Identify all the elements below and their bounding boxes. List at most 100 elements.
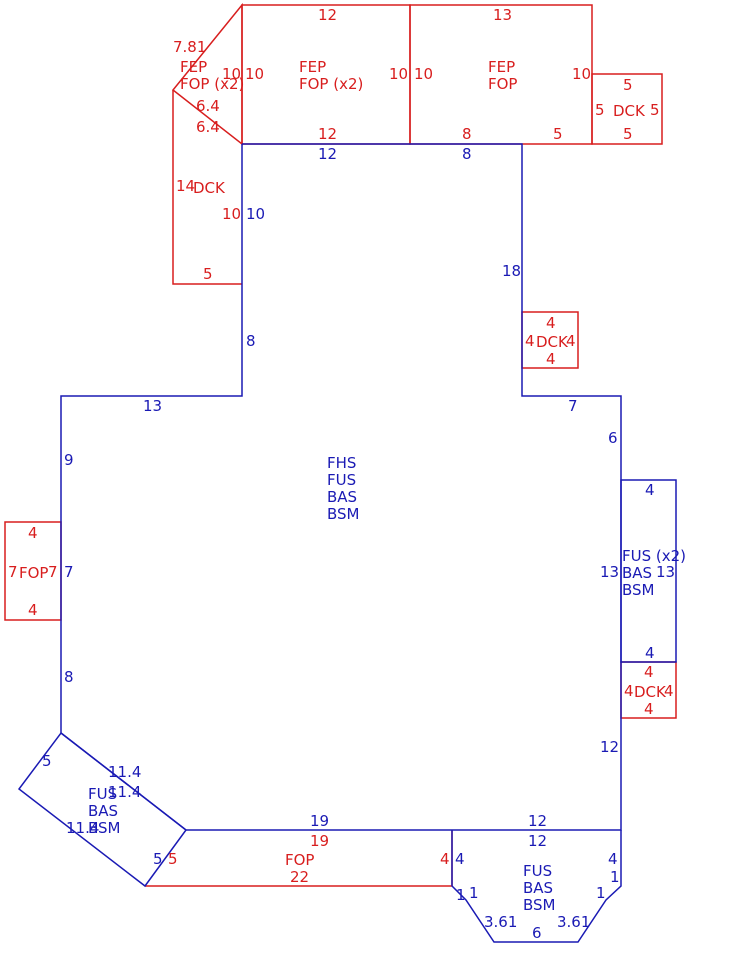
dim-label: 4 bbox=[645, 644, 655, 662]
bottom-left-bay-outline bbox=[17, 731, 188, 888]
dim-label: 7 bbox=[48, 563, 58, 581]
dim-label: 19 bbox=[310, 832, 329, 850]
dim-label: 6.4 bbox=[196, 118, 220, 136]
dim-label: 4 bbox=[644, 700, 654, 718]
dim-label: 3.61 bbox=[557, 913, 590, 931]
blue-dimension-labels: 12 8 10 8 18 13 7 6 9 7 8 13 12 19 12 4 … bbox=[42, 145, 675, 942]
dim-label: 12 bbox=[600, 738, 619, 756]
dim-label: 19 bbox=[310, 812, 329, 830]
dim-label: 4 bbox=[546, 314, 556, 332]
dim-label: 13 bbox=[600, 563, 619, 581]
right-bay-code-1: FUS (x2) bbox=[622, 547, 686, 565]
main-room-code-2: FUS bbox=[327, 471, 356, 489]
dim-label: 9 bbox=[64, 451, 74, 469]
bottom-right-bay-code-3: BSM bbox=[523, 896, 556, 914]
dim-label: 5 bbox=[153, 850, 163, 868]
dim-label: 5 bbox=[623, 76, 633, 94]
dim-label: 3.61 bbox=[484, 913, 517, 931]
dck-left-upper-outline bbox=[172, 90, 242, 285]
dim-label: 4 bbox=[566, 332, 576, 350]
main-room-outline bbox=[60, 143, 622, 831]
dim-label: 4 bbox=[645, 481, 655, 499]
dim-label: 10 bbox=[572, 65, 591, 83]
top-right-room-code-2: FOP bbox=[488, 75, 517, 93]
dim-label: 13 bbox=[656, 563, 675, 581]
top-right-room-codes: FEP FOP bbox=[488, 58, 517, 93]
dim-label: 8 bbox=[462, 125, 472, 143]
dim-label: 8 bbox=[246, 332, 256, 350]
dim-label: 1 bbox=[596, 884, 606, 902]
dim-label: 4 bbox=[664, 682, 674, 700]
top-right-room-code-1: FEP bbox=[488, 58, 515, 76]
bottom-left-bay-codes: FUS BAS BSM bbox=[88, 785, 121, 837]
dck-top-right-outline bbox=[591, 73, 663, 145]
dim-label: 10 bbox=[414, 65, 433, 83]
dim-label: 11.4 bbox=[108, 783, 141, 801]
dim-label: 10 bbox=[246, 205, 265, 223]
top-mid-room-codes: FEP FOP (x2) bbox=[299, 58, 363, 93]
top-left-room-code-2: FOP (x2) bbox=[180, 75, 244, 93]
bottom-left-bay-code-3: BSM bbox=[88, 819, 121, 837]
dim-label: 12 bbox=[318, 125, 337, 143]
dim-label: 8 bbox=[64, 668, 74, 686]
dim-label: 5 bbox=[650, 101, 660, 119]
dck-right-lower-code: DCK bbox=[634, 683, 667, 701]
dim-label: 13 bbox=[493, 6, 512, 24]
dim-label: 4 bbox=[28, 524, 38, 542]
main-room-code-1: FHS bbox=[327, 454, 356, 472]
dim-label: 4 bbox=[28, 601, 38, 619]
dim-label: 10 bbox=[222, 65, 241, 83]
bottom-right-bay-code-2: BAS bbox=[523, 879, 553, 897]
dim-label: 12 bbox=[528, 812, 547, 830]
top-mid-room-code-2: FOP (x2) bbox=[299, 75, 363, 93]
dim-label: 7 bbox=[8, 563, 18, 581]
dim-label: 4 bbox=[455, 850, 465, 868]
dim-label: 10 bbox=[222, 205, 241, 223]
dim-label: 8 bbox=[462, 145, 472, 163]
dim-label: 10 bbox=[245, 65, 264, 83]
dim-label: 6 bbox=[608, 429, 618, 447]
dim-label: 7 bbox=[64, 563, 74, 581]
top-left-room-codes: FEP FOP (x2) bbox=[180, 58, 244, 93]
dim-label: 4 bbox=[624, 682, 634, 700]
main-room-code-3: BAS bbox=[327, 488, 357, 506]
bottom-right-bay-code-1: FUS bbox=[523, 862, 552, 880]
red-dimension-labels: 7.81 10 6.4 6.4 12 10 10 12 13 10 10 8 5… bbox=[8, 6, 674, 886]
dim-label: 5 bbox=[168, 850, 178, 868]
top-mid-room-code-1: FEP bbox=[299, 58, 326, 76]
right-bay-code-2: BAS bbox=[622, 564, 652, 582]
bottom-left-bay-code-2: BAS bbox=[88, 802, 118, 820]
dim-label: 11.4 bbox=[66, 819, 99, 837]
top-left-room-code-1: FEP bbox=[180, 58, 207, 76]
dim-label: 6.4 bbox=[196, 97, 220, 115]
dim-label: 14 bbox=[176, 177, 195, 195]
dim-label: 10 bbox=[389, 65, 408, 83]
bottom-right-bay-outline bbox=[451, 830, 622, 943]
right-bay-code-3: BSM bbox=[622, 581, 655, 599]
main-room-codes: FHS FUS BAS BSM bbox=[327, 454, 360, 523]
dck-right-wall-code: DCK bbox=[536, 333, 569, 351]
dim-label: 4 bbox=[525, 332, 535, 350]
dim-label: 5 bbox=[623, 125, 633, 143]
dim-label: 1 bbox=[610, 868, 620, 886]
dim-label: 12 bbox=[318, 145, 337, 163]
dim-label: 5 bbox=[203, 265, 213, 283]
dim-label: 18 bbox=[502, 262, 521, 280]
dim-label: 11.4 bbox=[108, 763, 141, 781]
right-bay-codes: FUS (x2) BAS BSM bbox=[622, 547, 686, 599]
fop-left-code: FOP bbox=[19, 564, 48, 582]
main-room-code-4: BSM bbox=[327, 505, 360, 523]
dck-top-right-code: DCK bbox=[613, 102, 646, 120]
bottom-left-bay-code-1: FUS bbox=[88, 785, 117, 803]
dim-label: 1 bbox=[469, 884, 479, 902]
dim-label: 7.81 bbox=[173, 38, 206, 56]
dim-label: 5 bbox=[595, 101, 605, 119]
dim-label: 4 bbox=[608, 850, 618, 868]
dim-label: 13 bbox=[143, 397, 162, 415]
dim-label: 6 bbox=[532, 924, 542, 942]
dim-label: 4 bbox=[440, 850, 450, 868]
dim-label: 1 bbox=[456, 886, 466, 904]
dim-label: 22 bbox=[290, 868, 309, 886]
